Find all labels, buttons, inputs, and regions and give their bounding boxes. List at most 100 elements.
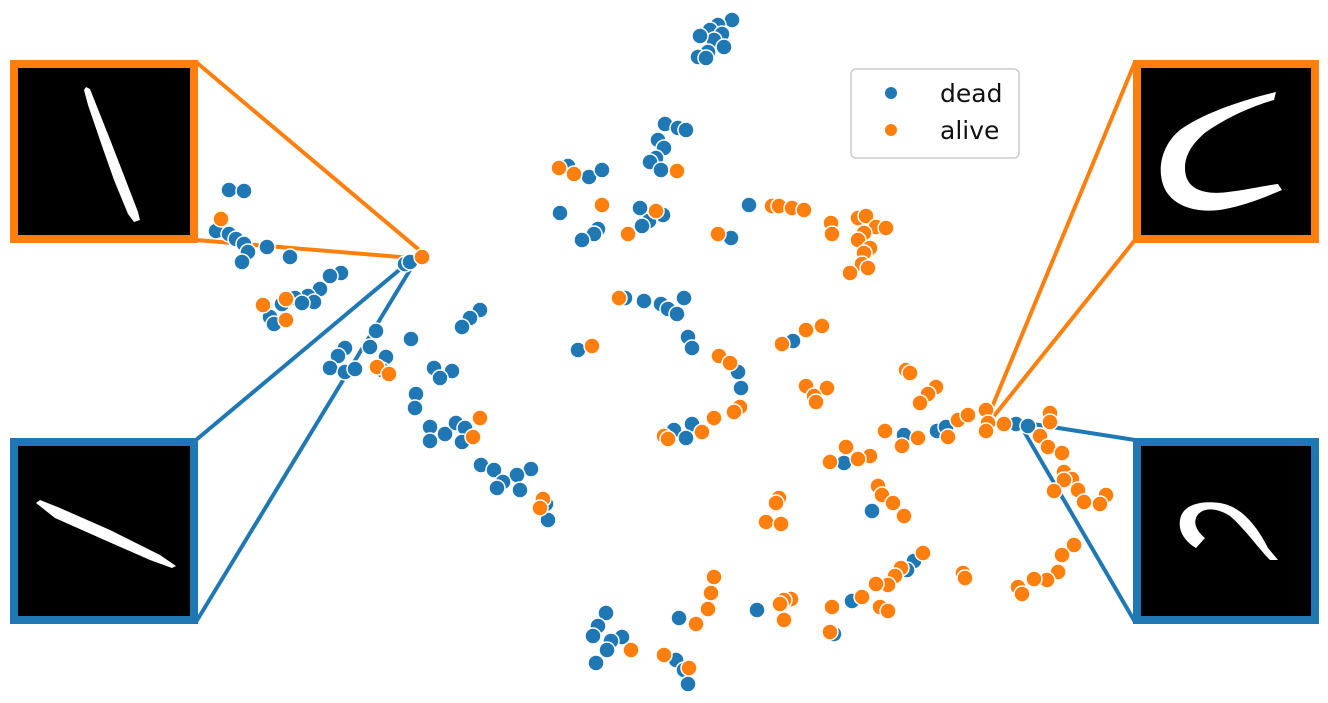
connector-line: [1019, 420, 1136, 442]
point-dead: [697, 49, 715, 67]
point-dead: [668, 305, 686, 323]
point-dead: [488, 479, 506, 497]
point-alive: [895, 507, 913, 525]
scatter-points: [207, 11, 1115, 693]
point-alive: [911, 394, 929, 412]
point-dead: [1019, 417, 1037, 435]
point-dead: [235, 182, 253, 200]
point-alive: [813, 317, 831, 335]
point-alive: [841, 264, 859, 282]
point-dead: [593, 161, 611, 179]
point-alive: [901, 364, 919, 382]
point-dead: [233, 253, 251, 271]
point-alive: [659, 430, 677, 448]
point-alive: [1045, 482, 1063, 500]
point-alive: [893, 437, 911, 455]
inset-right-top: [1133, 60, 1319, 243]
point-alive: [1041, 413, 1059, 431]
point-alive: [977, 422, 995, 440]
point-dead: [485, 461, 503, 479]
point-dead: [748, 601, 766, 619]
point-dead: [740, 196, 758, 214]
point-alive: [550, 159, 568, 177]
point-dead: [683, 339, 701, 357]
point-alive: [705, 568, 723, 586]
point-alive: [254, 296, 272, 314]
point-dead: [863, 502, 881, 520]
point-alive: [767, 494, 785, 512]
point-alive: [1055, 471, 1073, 489]
point-alive: [909, 429, 927, 447]
point-alive: [1025, 570, 1043, 588]
legend-label-dead: dead: [940, 79, 1002, 108]
legend-marker-alive: [884, 123, 898, 137]
point-alive: [277, 290, 295, 308]
point-alive: [655, 646, 673, 664]
point-alive: [995, 415, 1013, 433]
point-alive: [795, 201, 813, 219]
point-dead: [635, 292, 653, 310]
inset-frame: [1133, 60, 1319, 243]
point-alive: [709, 225, 727, 243]
point-alive: [1065, 536, 1083, 554]
point-alive: [775, 611, 793, 629]
point-dead: [633, 217, 651, 235]
point-alive: [807, 393, 825, 411]
point-alive: [668, 162, 686, 180]
point-alive: [867, 575, 885, 593]
point-alive: [773, 335, 791, 353]
point-alive: [797, 321, 815, 339]
point-alive: [859, 259, 877, 277]
point-dead: [321, 359, 339, 377]
point-alive: [1053, 546, 1071, 564]
point-alive: [721, 354, 739, 372]
legend: dead alive: [850, 68, 1020, 159]
point-dead: [258, 238, 276, 256]
point-alive: [821, 453, 839, 471]
worm-image-icon: [36, 500, 176, 568]
point-alive: [531, 499, 549, 517]
point-alive: [593, 196, 611, 214]
legend-marker-dead: [884, 86, 898, 100]
point-alive: [837, 438, 855, 456]
point-alive: [956, 569, 974, 587]
point-alive: [823, 598, 841, 616]
point-alive: [565, 165, 583, 183]
point-dead: [677, 121, 695, 139]
point-dead: [539, 511, 557, 529]
point-dead: [321, 267, 339, 285]
legend-label-alive: alive: [940, 116, 999, 145]
inset-left-bottom: [10, 438, 198, 624]
point-dead: [679, 675, 697, 693]
point-dead: [281, 248, 299, 266]
point-dead: [675, 289, 693, 307]
point-alive: [705, 409, 723, 427]
point-alive: [879, 602, 897, 620]
point-alive: [413, 248, 431, 266]
point-alive: [212, 210, 230, 228]
point-alive: [1013, 585, 1031, 603]
point-alive: [699, 600, 717, 618]
connector-line: [1020, 426, 1137, 624]
point-dead: [551, 204, 569, 222]
point-dead: [598, 641, 616, 659]
point-alive: [687, 615, 705, 633]
point-alive: [939, 428, 957, 446]
point-dead: [573, 231, 591, 249]
point-dead: [402, 330, 420, 348]
point-alive: [818, 379, 836, 397]
point-dead: [677, 429, 695, 447]
point-alive: [610, 289, 628, 307]
point-dead: [293, 294, 311, 312]
point-alive: [1053, 444, 1071, 462]
point-alive: [471, 409, 489, 427]
point-alive: [853, 588, 871, 606]
worm-image-icon: [1160, 92, 1282, 211]
point-dead: [406, 399, 424, 417]
point-alive: [619, 225, 637, 243]
point-alive: [1075, 493, 1093, 511]
point-alive: [877, 219, 895, 237]
point-dead: [346, 360, 364, 378]
connector-line: [194, 264, 406, 442]
